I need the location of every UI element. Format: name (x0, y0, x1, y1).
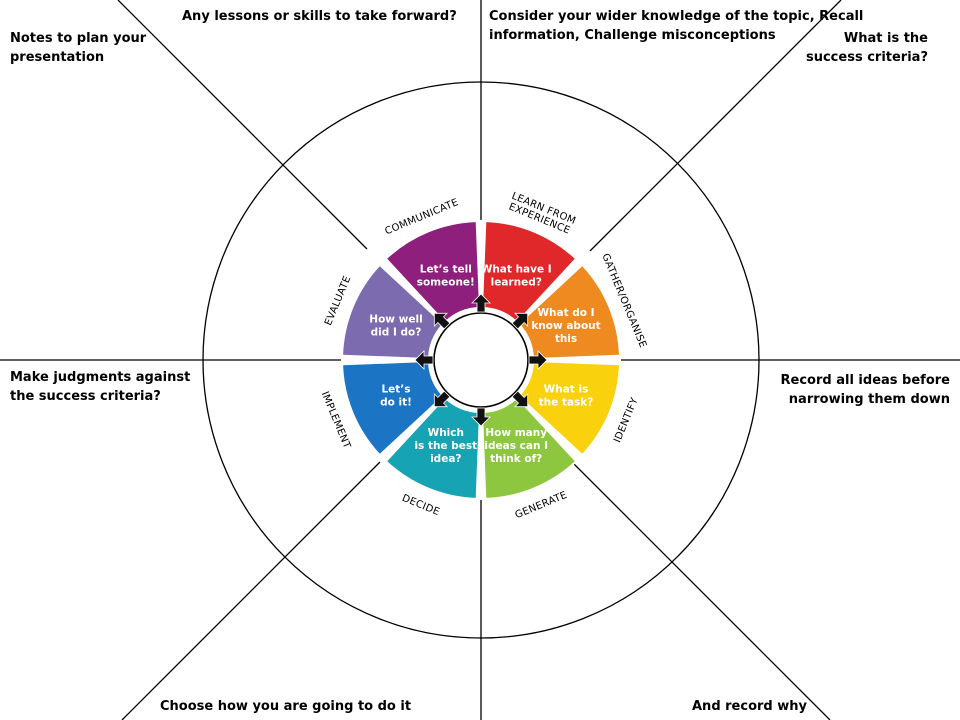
segment-text-line: What do I (537, 307, 594, 319)
note-line: And record why (692, 699, 807, 714)
ring-label-line: DECIDE (400, 493, 441, 518)
divider-diagonal-top-left (117, 0, 368, 250)
segment-text-line: Which (428, 427, 464, 439)
note-line: Record all ideas before (780, 373, 950, 388)
segment-text-line: this (555, 333, 577, 345)
arrow-icon (433, 312, 451, 330)
segment-text-line: did I do? (371, 326, 422, 338)
segment-implement (343, 362, 443, 454)
center-circle (433, 312, 529, 408)
note-line: What is the (843, 31, 928, 46)
note-line: success criteria? (805, 50, 928, 65)
arrow-icon (414, 350, 434, 370)
segment-text-line: Let’s tell (420, 264, 472, 276)
segment-text-line: How many (485, 427, 547, 439)
note-top-center-right: Consider your wider knowledge of the top… (489, 7, 863, 45)
note-line: presentation (10, 50, 105, 65)
divider-diagonal-top-right (589, 0, 842, 252)
segment-generate (483, 398, 575, 498)
arrow-icon (433, 390, 451, 408)
segment-text-line: What have I (481, 264, 552, 276)
note-bottom-right: And record why (692, 697, 807, 716)
note-top-left: Notes to plan your presentation (10, 29, 146, 67)
segment-text-line: do it! (380, 397, 412, 409)
segment-text-line: ideas can I (484, 440, 548, 452)
segment-text-line: think of? (490, 453, 542, 465)
note-line: Make judgments against (10, 370, 191, 385)
arrow-icon (471, 293, 491, 313)
ring-label-line: GENERATE (514, 490, 569, 521)
note-middle-left: Make judgments against the success crite… (10, 368, 190, 406)
segment-text-line: idea? (430, 453, 461, 465)
segment-learn (483, 222, 575, 322)
note-top-center-left: Any lessons or skills to take forward? (182, 7, 457, 26)
note-line: Notes to plan your (10, 31, 147, 46)
outer-circle (202, 81, 760, 639)
segment-identify (519, 362, 619, 454)
ring-label-line: IDENTIFY (612, 396, 641, 445)
arrow-icon (528, 350, 548, 370)
segment-text-line: How well (369, 313, 422, 325)
ring-label-generate: GENERATE (514, 490, 569, 521)
segment-gather (519, 266, 619, 358)
segment-text-line: know about (531, 320, 600, 332)
note-line: the success criteria? (10, 389, 161, 404)
ring-label-identify: IDENTIFY (612, 396, 641, 445)
segment-communicate (387, 222, 479, 322)
arrow-icon (511, 312, 529, 330)
note-middle-right: Record all ideas before narrowing them d… (781, 371, 950, 409)
note-bottom-left: Choose how you are going to do it (160, 697, 411, 716)
ring-label-decide: DECIDE (400, 493, 441, 518)
segment-evaluate (343, 266, 443, 358)
segment-decide (387, 398, 479, 498)
segment-text-line: What is (544, 384, 589, 396)
segment-text-line: is the best (414, 440, 477, 452)
note-line: narrowing them down (788, 392, 950, 407)
segment-text-line: someone! (417, 277, 475, 289)
note-line: Choose how you are going to do it (160, 699, 412, 714)
divider-diagonal-bottom-right (569, 459, 831, 720)
note-top-right: What is the success criteria? (806, 29, 928, 67)
arrow-icon (511, 390, 529, 408)
segment-text-line: Let’s (381, 384, 410, 396)
note-line: Any lessons or skills to take forward? (182, 9, 457, 24)
segment-text-line: the task? (539, 397, 594, 409)
segment-text-line: learned? (491, 277, 542, 289)
arrow-icon (471, 407, 491, 427)
note-line: Consider your wider knowledge of the top… (489, 9, 864, 24)
divider-diagonal-bottom-left (121, 461, 381, 720)
note-line: information, Challenge misconceptions (489, 28, 776, 43)
